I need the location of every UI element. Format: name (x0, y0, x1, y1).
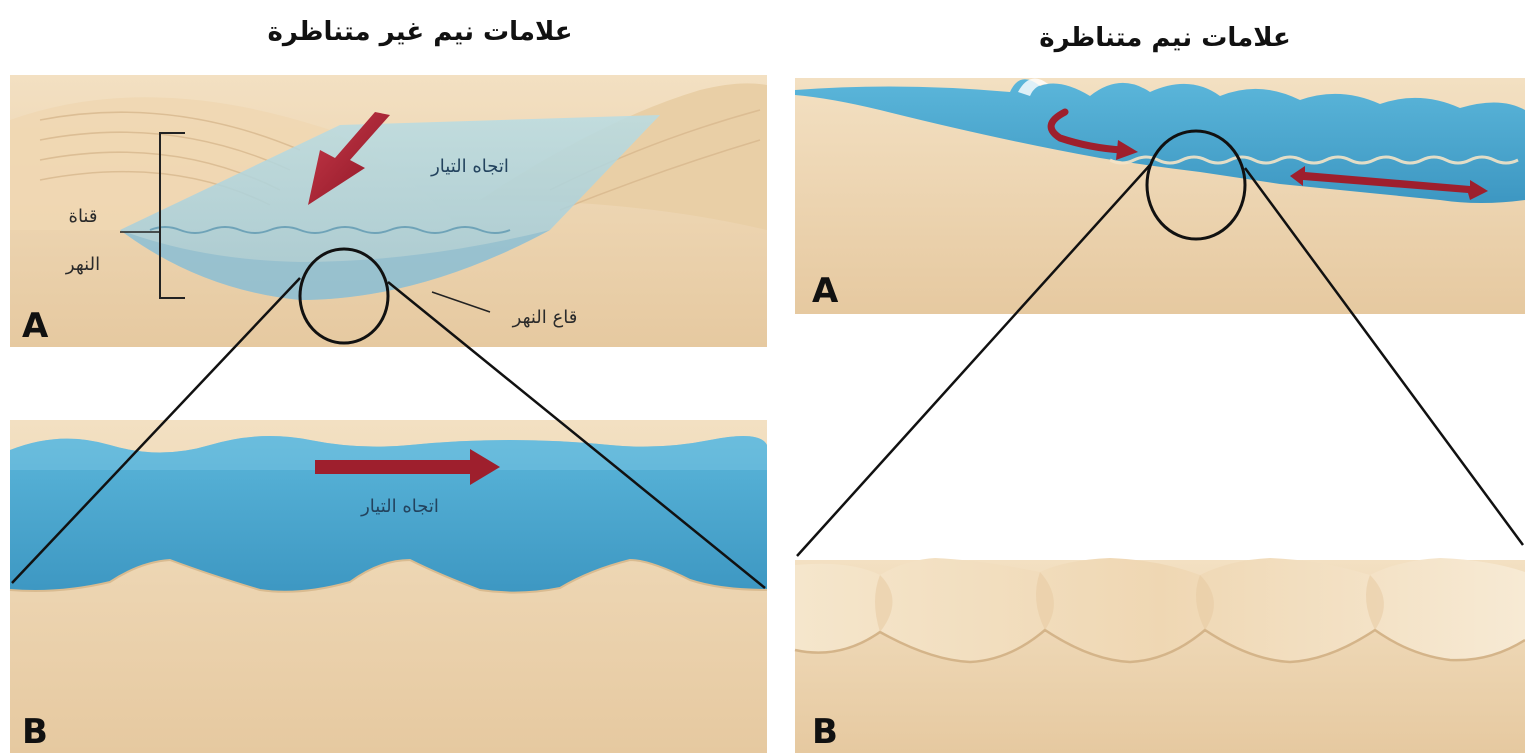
zoom-current-direction-label: اتجاه التيار (360, 496, 439, 517)
channel-label-line2: النهر (65, 254, 100, 275)
right-panel-a-letter: A (812, 271, 839, 311)
riverbed-label: قاع النهر (512, 307, 578, 328)
current-direction-label: اتجاه التيار (430, 156, 509, 177)
left-panel-b: اتجاه التيار B (10, 420, 767, 753)
left-panel-a: قناة النهر اتجاه التيار قاع النهر A (10, 75, 767, 347)
channel-label-line1: قناة (69, 206, 98, 227)
title-asymmetric: علامات نيم غير متناظرة (267, 17, 572, 47)
left-panel-a-letter: A (22, 306, 49, 346)
title-symmetric: علامات نيم متناظرة (1039, 23, 1290, 53)
left-panel-b-letter: B (22, 712, 48, 752)
right-panel-b: B (795, 558, 1525, 753)
right-panel-b-letter: B (812, 712, 838, 752)
right-panel-a: A (795, 78, 1525, 314)
